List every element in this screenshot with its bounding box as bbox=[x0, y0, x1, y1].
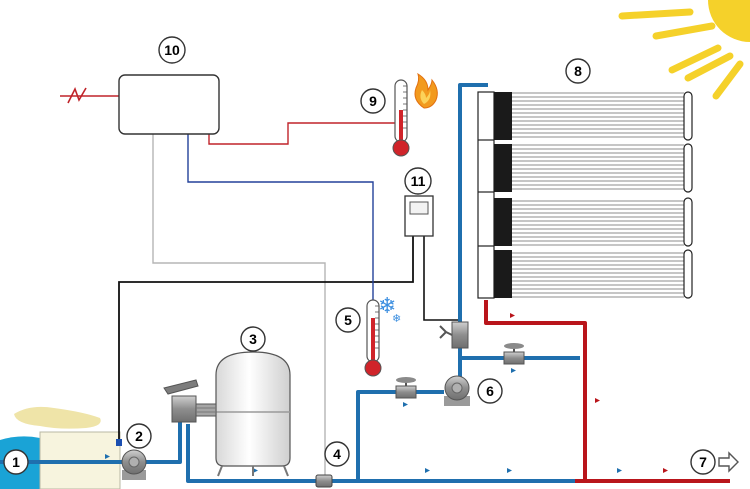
callout-6: 6 bbox=[477, 378, 503, 404]
filtration-pump bbox=[121, 449, 147, 480]
callout-8: 8 bbox=[565, 58, 591, 84]
manual-valve bbox=[503, 343, 525, 365]
pipe-fitting bbox=[315, 474, 333, 488]
svg-text:2: 2 bbox=[135, 428, 143, 444]
svg-text:10: 10 bbox=[164, 42, 180, 58]
svg-text:9: 9 bbox=[369, 93, 377, 109]
control-wire bbox=[118, 236, 414, 440]
control-wire-valve bbox=[423, 236, 460, 321]
svg-text:❄: ❄ bbox=[378, 294, 396, 319]
swimming-pool bbox=[0, 406, 121, 489]
callout-3: 3 bbox=[240, 326, 266, 352]
svg-text:1: 1 bbox=[12, 454, 20, 470]
callout-7: 7 bbox=[690, 449, 716, 475]
callout-4: 4 bbox=[324, 441, 350, 467]
sensor-wire-red bbox=[208, 122, 400, 145]
sand-filter bbox=[215, 351, 291, 477]
callout-9: 9 bbox=[360, 88, 386, 114]
callout-5: 5 bbox=[335, 307, 361, 333]
water-thermometer bbox=[364, 299, 382, 377]
manual-valve bbox=[395, 377, 417, 399]
power-lightning-icon bbox=[60, 86, 120, 104]
controller-box bbox=[118, 74, 220, 135]
air-thermometer bbox=[392, 79, 410, 157]
callout-11: 11 bbox=[404, 167, 432, 195]
outline-arrow-icon bbox=[718, 451, 739, 473]
svg-text:3: 3 bbox=[249, 331, 257, 347]
sun-icon bbox=[618, 0, 750, 100]
snowflake-icon: ❄ ❄ bbox=[378, 294, 401, 325]
control-wire-connector bbox=[116, 439, 122, 446]
svg-text:7: 7 bbox=[699, 454, 707, 470]
svg-text:8: 8 bbox=[574, 63, 582, 79]
flame-icon bbox=[414, 72, 438, 109]
multiport-valve bbox=[163, 379, 217, 423]
solar-collectors bbox=[477, 91, 693, 299]
svg-text:6: 6 bbox=[486, 383, 494, 399]
svg-text:❄: ❄ bbox=[392, 312, 401, 325]
hot-water-pipes bbox=[484, 300, 730, 483]
three-way-valve bbox=[439, 321, 469, 349]
svg-text:5: 5 bbox=[344, 312, 352, 328]
callout-1: 1 bbox=[3, 449, 29, 475]
booster-pump bbox=[444, 375, 470, 406]
svg-text:11: 11 bbox=[411, 173, 426, 189]
svg-text:4: 4 bbox=[333, 446, 341, 462]
grey-wire bbox=[152, 134, 326, 480]
callout-2: 2 bbox=[126, 423, 152, 449]
flow-arrows bbox=[105, 313, 668, 473]
sensor-wire-blue bbox=[187, 134, 374, 300]
differential-controller bbox=[404, 195, 434, 237]
callout-10: 10 bbox=[158, 36, 186, 64]
